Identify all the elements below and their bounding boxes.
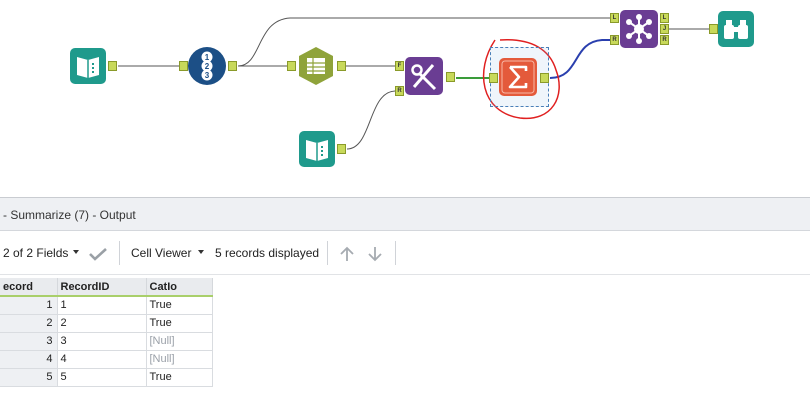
annotation-circle [482,39,560,120]
numbered-list-icon: 1 2 3 [201,51,213,81]
browse-tool[interactable] [718,11,754,47]
cell-viewer-caret[interactable] [198,250,204,254]
join-tool[interactable] [405,57,443,95]
input1-out-anchor[interactable] [108,61,117,71]
records-displayed-label: 5 records displayed [215,246,320,260]
table-row[interactable]: 1 1 True [0,296,213,315]
union-right-anchor[interactable]: R [610,35,619,45]
record-id-tool[interactable]: 1 2 3 [188,47,226,85]
cell-recordid[interactable]: 3 [57,332,147,351]
glyph-1: 1 [205,53,210,62]
record-number: 1 [0,296,58,315]
glyph-3: 3 [205,71,210,80]
union-out-j-anchor[interactable]: J [660,24,669,34]
toolbar-separator [395,241,396,265]
toolbar-separator [119,241,120,265]
select-out-anchor[interactable] [337,61,346,71]
join-left-anchor[interactable]: F [395,61,404,71]
table-row[interactable]: 2 2 True [0,314,213,333]
union-tool[interactable] [620,10,658,48]
union-left-anchor[interactable]: L [610,13,619,23]
book-icon [306,140,328,161]
checkmark-icon[interactable] [89,247,107,261]
union-out-r-anchor[interactable]: R [660,35,669,45]
summarize-tool[interactable] [499,58,537,96]
wire-input2-to-join [346,90,396,150]
browse-in-anchor[interactable] [709,24,718,34]
input-data-tool[interactable] [70,48,106,84]
table-row[interactable]: 5 5 True [0,368,213,387]
cell-catio[interactable]: [Null] [146,350,213,369]
toolbar-separator [327,241,328,265]
cell-catio[interactable]: True [146,296,213,315]
column-header-catio[interactable]: CatIo [146,278,213,297]
record-number: 4 [0,350,58,369]
union-out-l-anchor[interactable]: L [660,13,669,23]
results-panel: - Summarize (7) - Output 2 of 2 Fields C… [0,197,810,402]
record-number: 2 [0,314,58,333]
cell-recordid[interactable]: 2 [57,314,147,333]
input2-out-anchor[interactable] [337,144,346,154]
select-tool[interactable] [296,46,336,86]
fields-dropdown-caret[interactable] [73,250,79,254]
table-row[interactable]: 3 3 [Null] [0,332,213,351]
arrow-down-icon[interactable] [366,245,384,263]
join-out-anchor[interactable] [446,72,455,82]
record-number: 5 [0,368,58,387]
table-row[interactable]: 4 4 [Null] [0,350,213,369]
panel-header: - Summarize (7) - Output [0,197,810,231]
union-hub-icon [626,14,652,44]
recordid-out-anchor[interactable] [228,61,237,71]
cell-recordid[interactable]: 4 [57,350,147,369]
cell-viewer-dropdown[interactable]: Cell Viewer [131,246,192,260]
select-table-icon [299,47,333,85]
cell-catio[interactable]: [Null] [146,332,213,351]
summarize-in-anchor[interactable] [489,73,498,83]
wire-summarize-to-union [549,39,610,79]
select-in-anchor[interactable] [287,61,296,71]
binoculars-icon [724,20,748,39]
join-right-anchor[interactable]: R [395,86,404,96]
cell-catio[interactable]: True [146,368,213,387]
panel-title: - Summarize (7) - Output [3,208,136,222]
record-number: 3 [0,332,58,351]
recordid-in-anchor[interactable] [179,61,188,71]
connection-wires [118,17,710,150]
join-icon [411,64,437,91]
results-grid: ecord RecordID CatIo 1 1 True 2 2 True 3… [0,278,213,387]
column-header-record[interactable]: ecord [0,278,58,297]
column-header-recordid[interactable]: RecordID [57,278,147,297]
workflow-canvas[interactable]: 1 2 3 F R [0,0,810,197]
cell-recordid[interactable]: 5 [57,368,147,387]
sigma-icon [501,60,535,94]
glyph-2: 2 [205,62,210,71]
results-toolbar: 2 of 2 Fields Cell Viewer 5 records disp… [0,231,810,275]
fields-dropdown[interactable]: 2 of 2 Fields [3,246,69,260]
arrow-up-icon[interactable] [338,245,356,263]
cell-catio[interactable]: True [146,314,213,333]
wire-recordid-to-union [237,17,610,67]
book-icon [77,57,99,78]
input-data-tool-2[interactable] [299,131,335,167]
summarize-out-anchor[interactable] [540,73,549,83]
cell-recordid[interactable]: 1 [57,296,147,315]
